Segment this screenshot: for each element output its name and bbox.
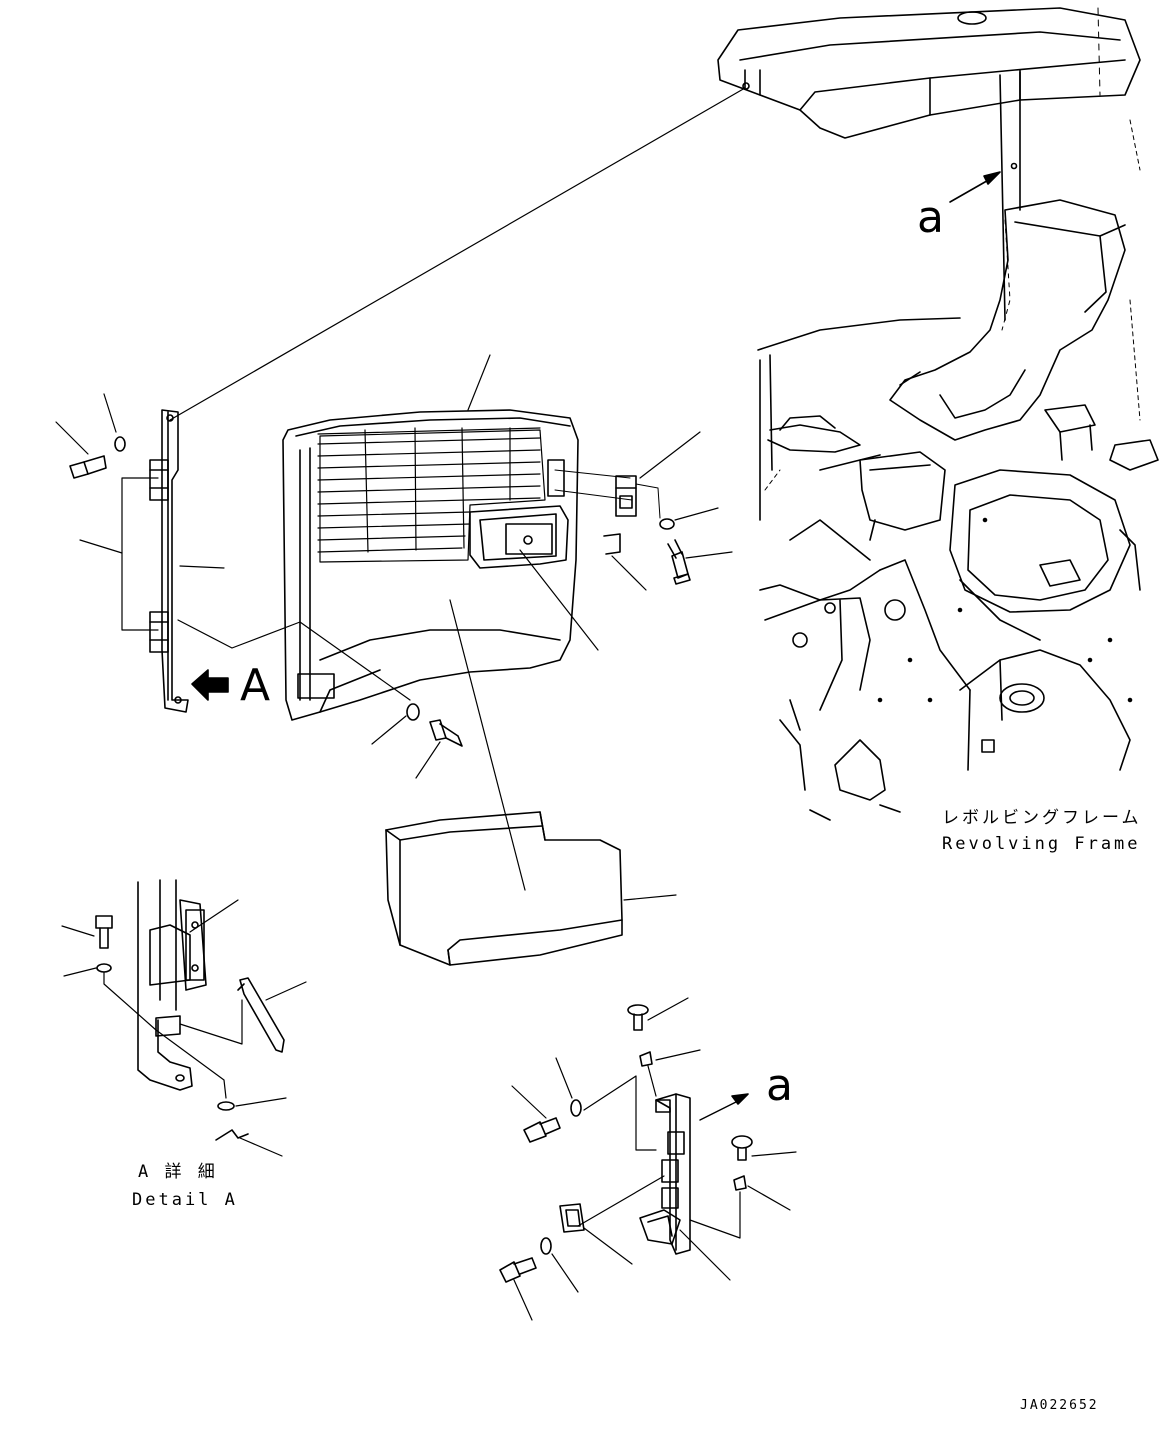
- frame-label-en: Revolving Frame: [942, 834, 1141, 854]
- side-cover-panel: [282, 409, 579, 721]
- striker-pin-top: [627, 1004, 649, 1031]
- callout-a-arrow-top: [949, 171, 1001, 203]
- catch-plate-lower: [559, 1203, 585, 1233]
- side-rail: [149, 409, 189, 713]
- frame-label-jp: レボルビングフレーム: [942, 808, 1142, 828]
- louver-grille: [317, 427, 546, 563]
- washer-detail-lower: [217, 1101, 235, 1111]
- hinge-group-bracket: [121, 477, 159, 631]
- washer-lower: [570, 1099, 582, 1117]
- striker-pin-right: [731, 1135, 753, 1161]
- washer-top-left: [114, 436, 126, 452]
- washer-detail: [96, 963, 112, 973]
- insulation-pad: [385, 811, 623, 966]
- bolt-right: [667, 539, 691, 585]
- callout-label-a-top: a: [917, 192, 944, 243]
- bolt-detail: [95, 915, 113, 949]
- detail-label-en: Detail A: [132, 1190, 238, 1210]
- nut-top: [639, 1051, 653, 1067]
- nut-right: [733, 1175, 747, 1191]
- bolt-lower-1: [523, 1117, 561, 1143]
- revolving-frame: [717, 7, 1159, 821]
- u-clip: [603, 533, 621, 555]
- washer-bottom: [540, 1237, 552, 1255]
- washer-center: [406, 703, 420, 721]
- view-label-a: A: [240, 660, 271, 711]
- assembly-leader-line: [169, 87, 746, 421]
- detail-a-view: [137, 879, 285, 1091]
- bolt-lower-2: [499, 1257, 537, 1283]
- washer-right: [659, 518, 675, 530]
- detail-label-jp: A 詳 細: [138, 1162, 218, 1182]
- cotter-pin: [215, 1129, 249, 1141]
- callout-a-arrow-bottom: [731, 1093, 749, 1105]
- striker-bracket: [639, 1093, 691, 1255]
- drawing-number: JA022652: [1020, 1398, 1099, 1413]
- callout-label-a-bottom: a: [766, 1060, 793, 1111]
- leader-cover: [467, 354, 491, 411]
- view-arrow-a: [191, 669, 229, 701]
- bolt-top-left: [69, 455, 107, 479]
- bolt-center: [429, 719, 463, 747]
- catch-bracket: [615, 475, 637, 517]
